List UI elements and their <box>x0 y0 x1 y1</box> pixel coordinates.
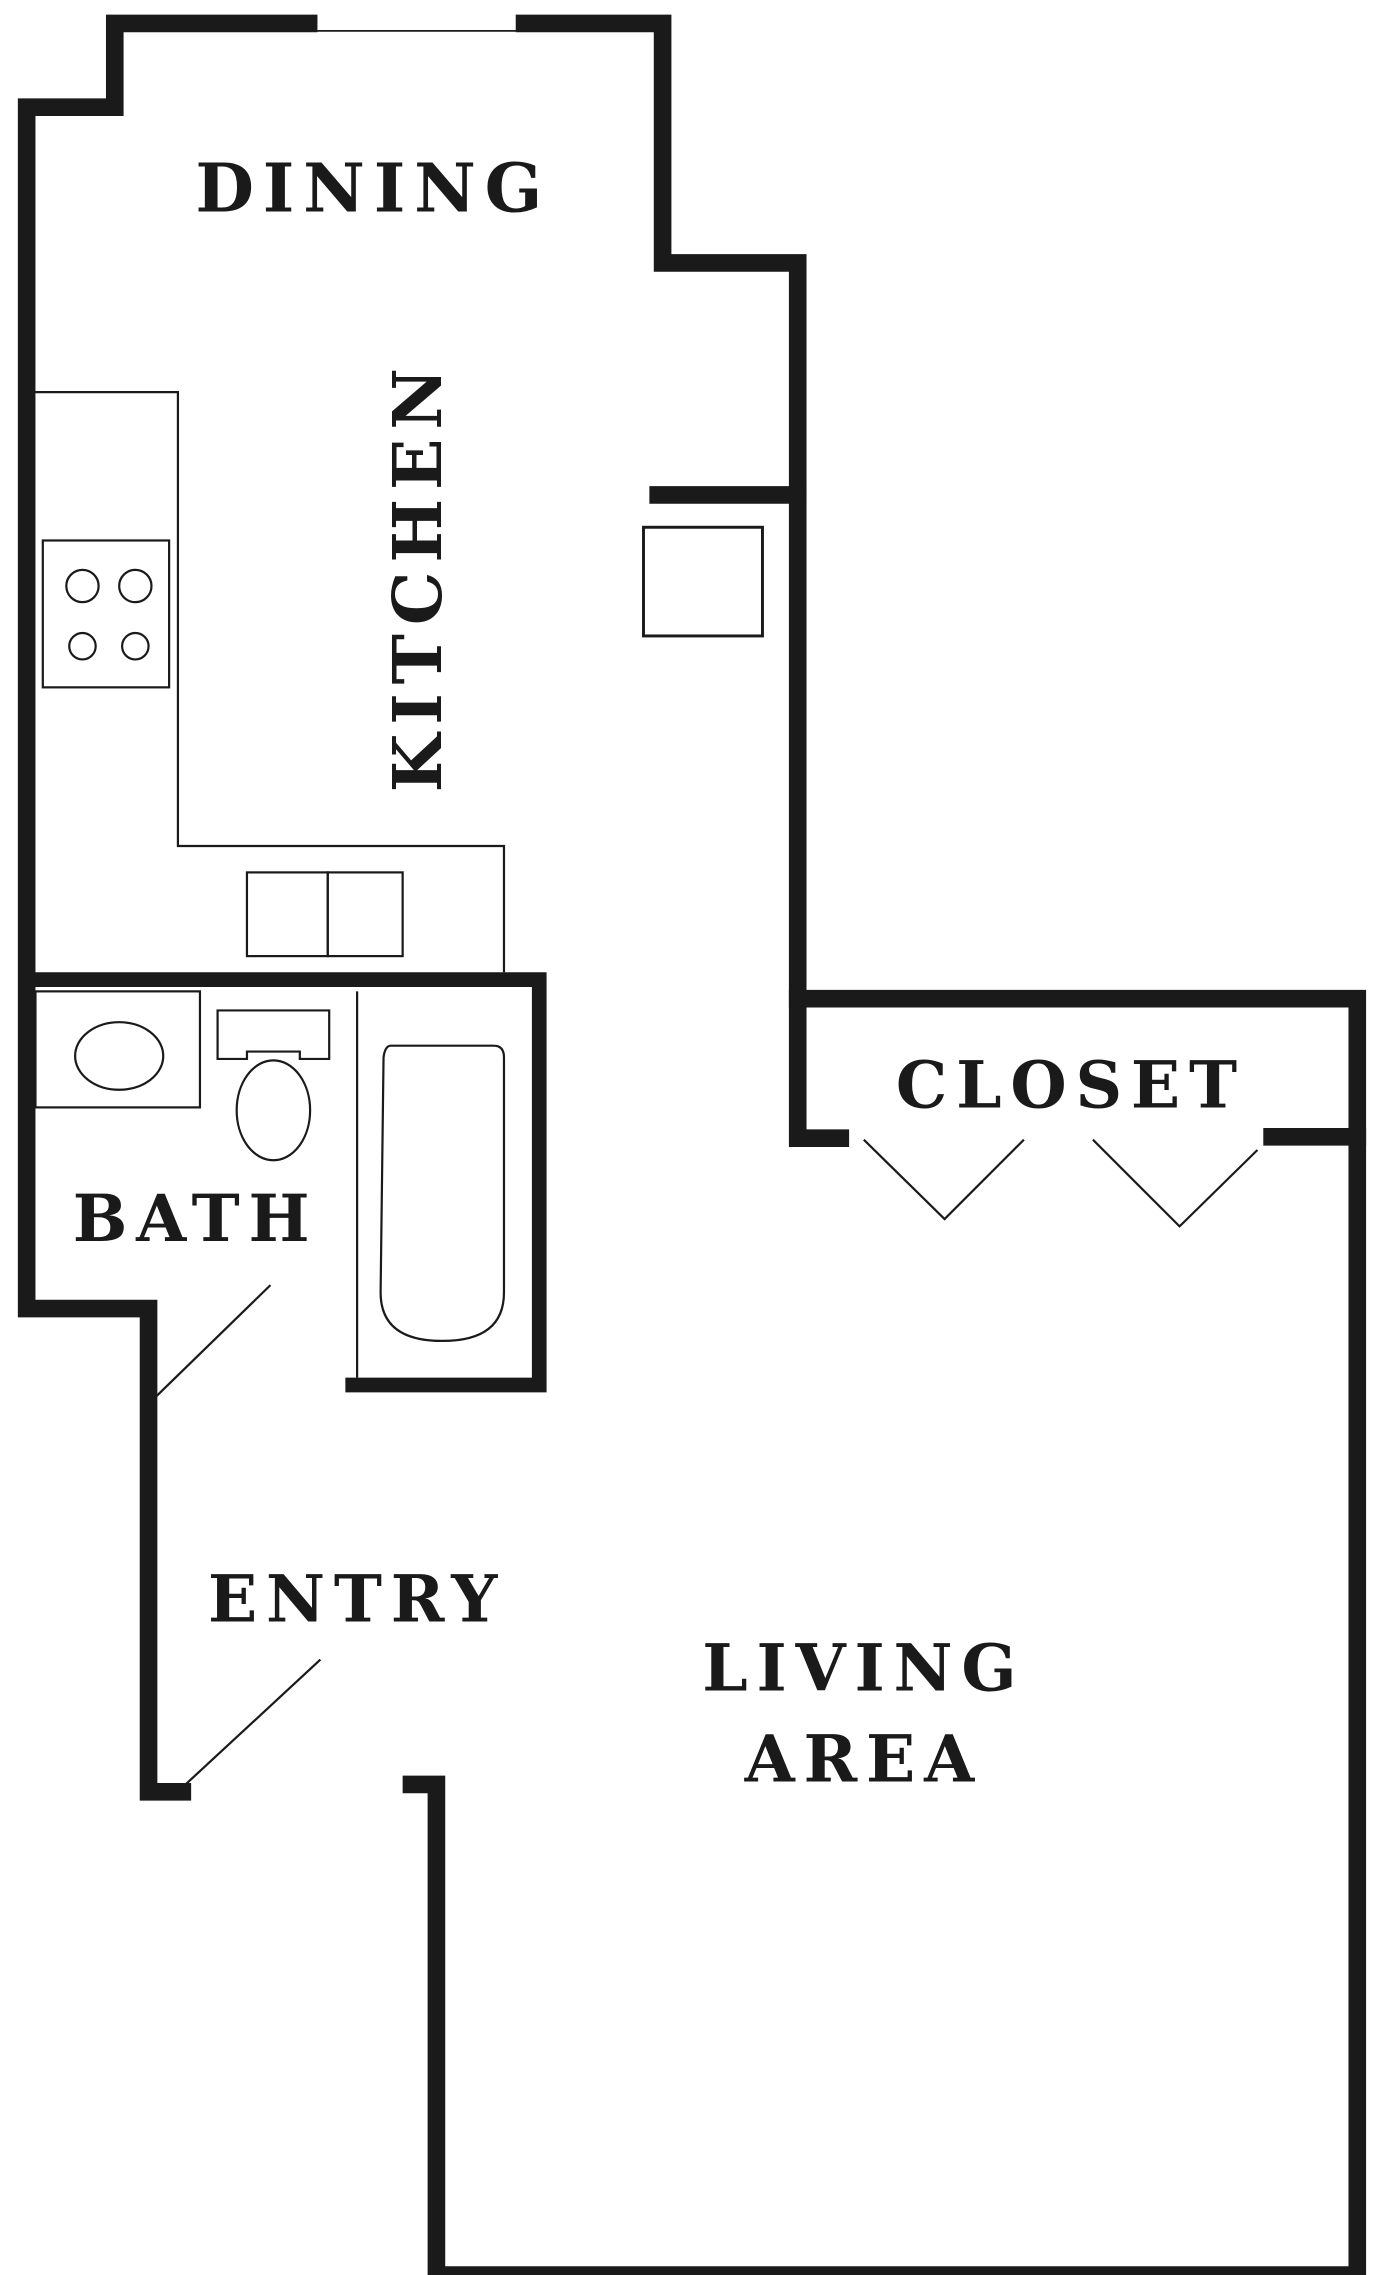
burner-icon <box>68 631 97 661</box>
toilet-tank-icon <box>216 1009 331 1061</box>
label-closet: CLOSET <box>896 1047 1246 1123</box>
sink-basin-right <box>326 871 404 958</box>
wall-closet-living <box>402 989 1367 2275</box>
label-area: AREA <box>744 1722 983 1798</box>
refrigerator-icon <box>642 525 764 638</box>
stove-top <box>41 539 171 689</box>
kitchen-counter <box>35 391 506 973</box>
bath-door-icon <box>155 1284 272 1398</box>
stove-icon <box>41 539 171 689</box>
entry-door-icon <box>181 1658 322 1789</box>
burner-icon <box>65 568 100 604</box>
refrigerator-box <box>642 525 764 638</box>
walls <box>17 14 1367 2275</box>
closet-door-left-icon <box>863 1138 1025 1221</box>
doors <box>155 1138 1259 1789</box>
burner-icon <box>121 631 150 661</box>
wall-bath <box>19 972 547 1393</box>
counter-outline <box>35 391 506 973</box>
label-bath: BATH <box>73 1181 319 1257</box>
wall-kitchen-east <box>515 14 850 1148</box>
sink-icon <box>245 871 404 958</box>
label-dining: DINING <box>195 148 551 227</box>
bath-fixtures <box>34 990 506 1378</box>
room-labels: DINING KITCHEN BATH CLOSET ENTRY LIVING … <box>73 148 1246 1798</box>
label-living: LIVING <box>702 1630 1025 1706</box>
closet-door-right-icon <box>1092 1138 1259 1228</box>
sink-basin-left <box>245 871 329 958</box>
vanity-counter <box>34 990 202 1109</box>
toilet-bowl-icon <box>235 1059 312 1162</box>
label-kitchen: KITCHEN <box>378 359 457 792</box>
bathtub-icon <box>379 1044 506 1343</box>
label-entry: ENTRY <box>208 1561 506 1637</box>
burner-icon <box>118 568 153 604</box>
wall-west <box>17 14 318 1801</box>
sink-bowl-icon <box>74 1021 165 1091</box>
